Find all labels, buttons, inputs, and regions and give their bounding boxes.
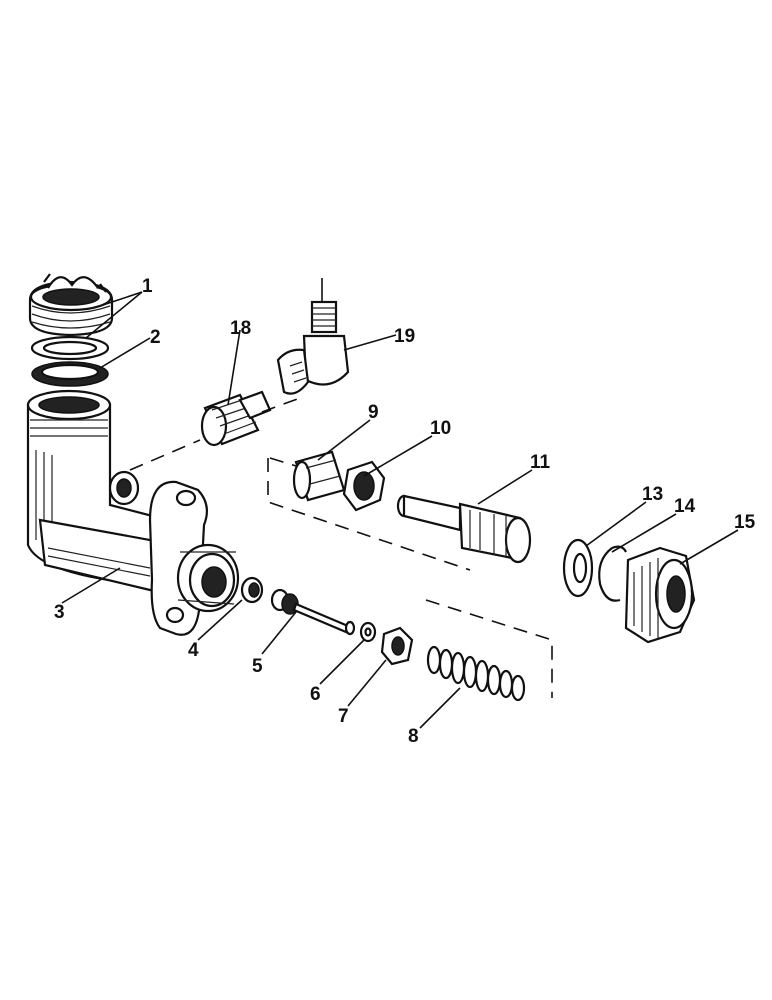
callout-4: 4 <box>188 640 199 661</box>
callout-3: 3 <box>54 602 65 623</box>
callout-10: 10 <box>430 418 451 439</box>
seal-rings <box>30 335 110 387</box>
callout-2: 2 <box>150 327 161 348</box>
callout-5: 5 <box>252 656 263 677</box>
callout-14: 14 <box>674 496 696 517</box>
cylinder-body <box>26 389 240 636</box>
leader-lines <box>61 278 739 729</box>
callout-19: 19 <box>394 326 415 347</box>
callout-9: 9 <box>368 402 379 423</box>
callout-11: 11 <box>530 452 551 473</box>
assembly-axis-lines <box>129 397 553 698</box>
callout-1: 1 <box>142 276 153 297</box>
valve-cup-and-nut <box>292 450 386 512</box>
callout-15: 15 <box>734 512 756 533</box>
callout-labels: 1 2 3 4 5 6 7 8 9 10 11 13 14 15 18 19 <box>54 276 756 747</box>
washer-clip-boot <box>562 538 696 644</box>
callout-13: 13 <box>642 484 663 505</box>
callout-8: 8 <box>408 726 419 747</box>
reservoir-cap <box>28 273 114 337</box>
connector-fitting <box>200 390 272 447</box>
callout-6: 6 <box>310 684 321 705</box>
piston <box>396 494 532 564</box>
elbow-union <box>276 300 350 395</box>
callout-18: 18 <box>230 318 251 339</box>
callout-7: 7 <box>338 706 349 727</box>
valve-parts <box>240 576 414 666</box>
return-spring <box>426 645 526 702</box>
